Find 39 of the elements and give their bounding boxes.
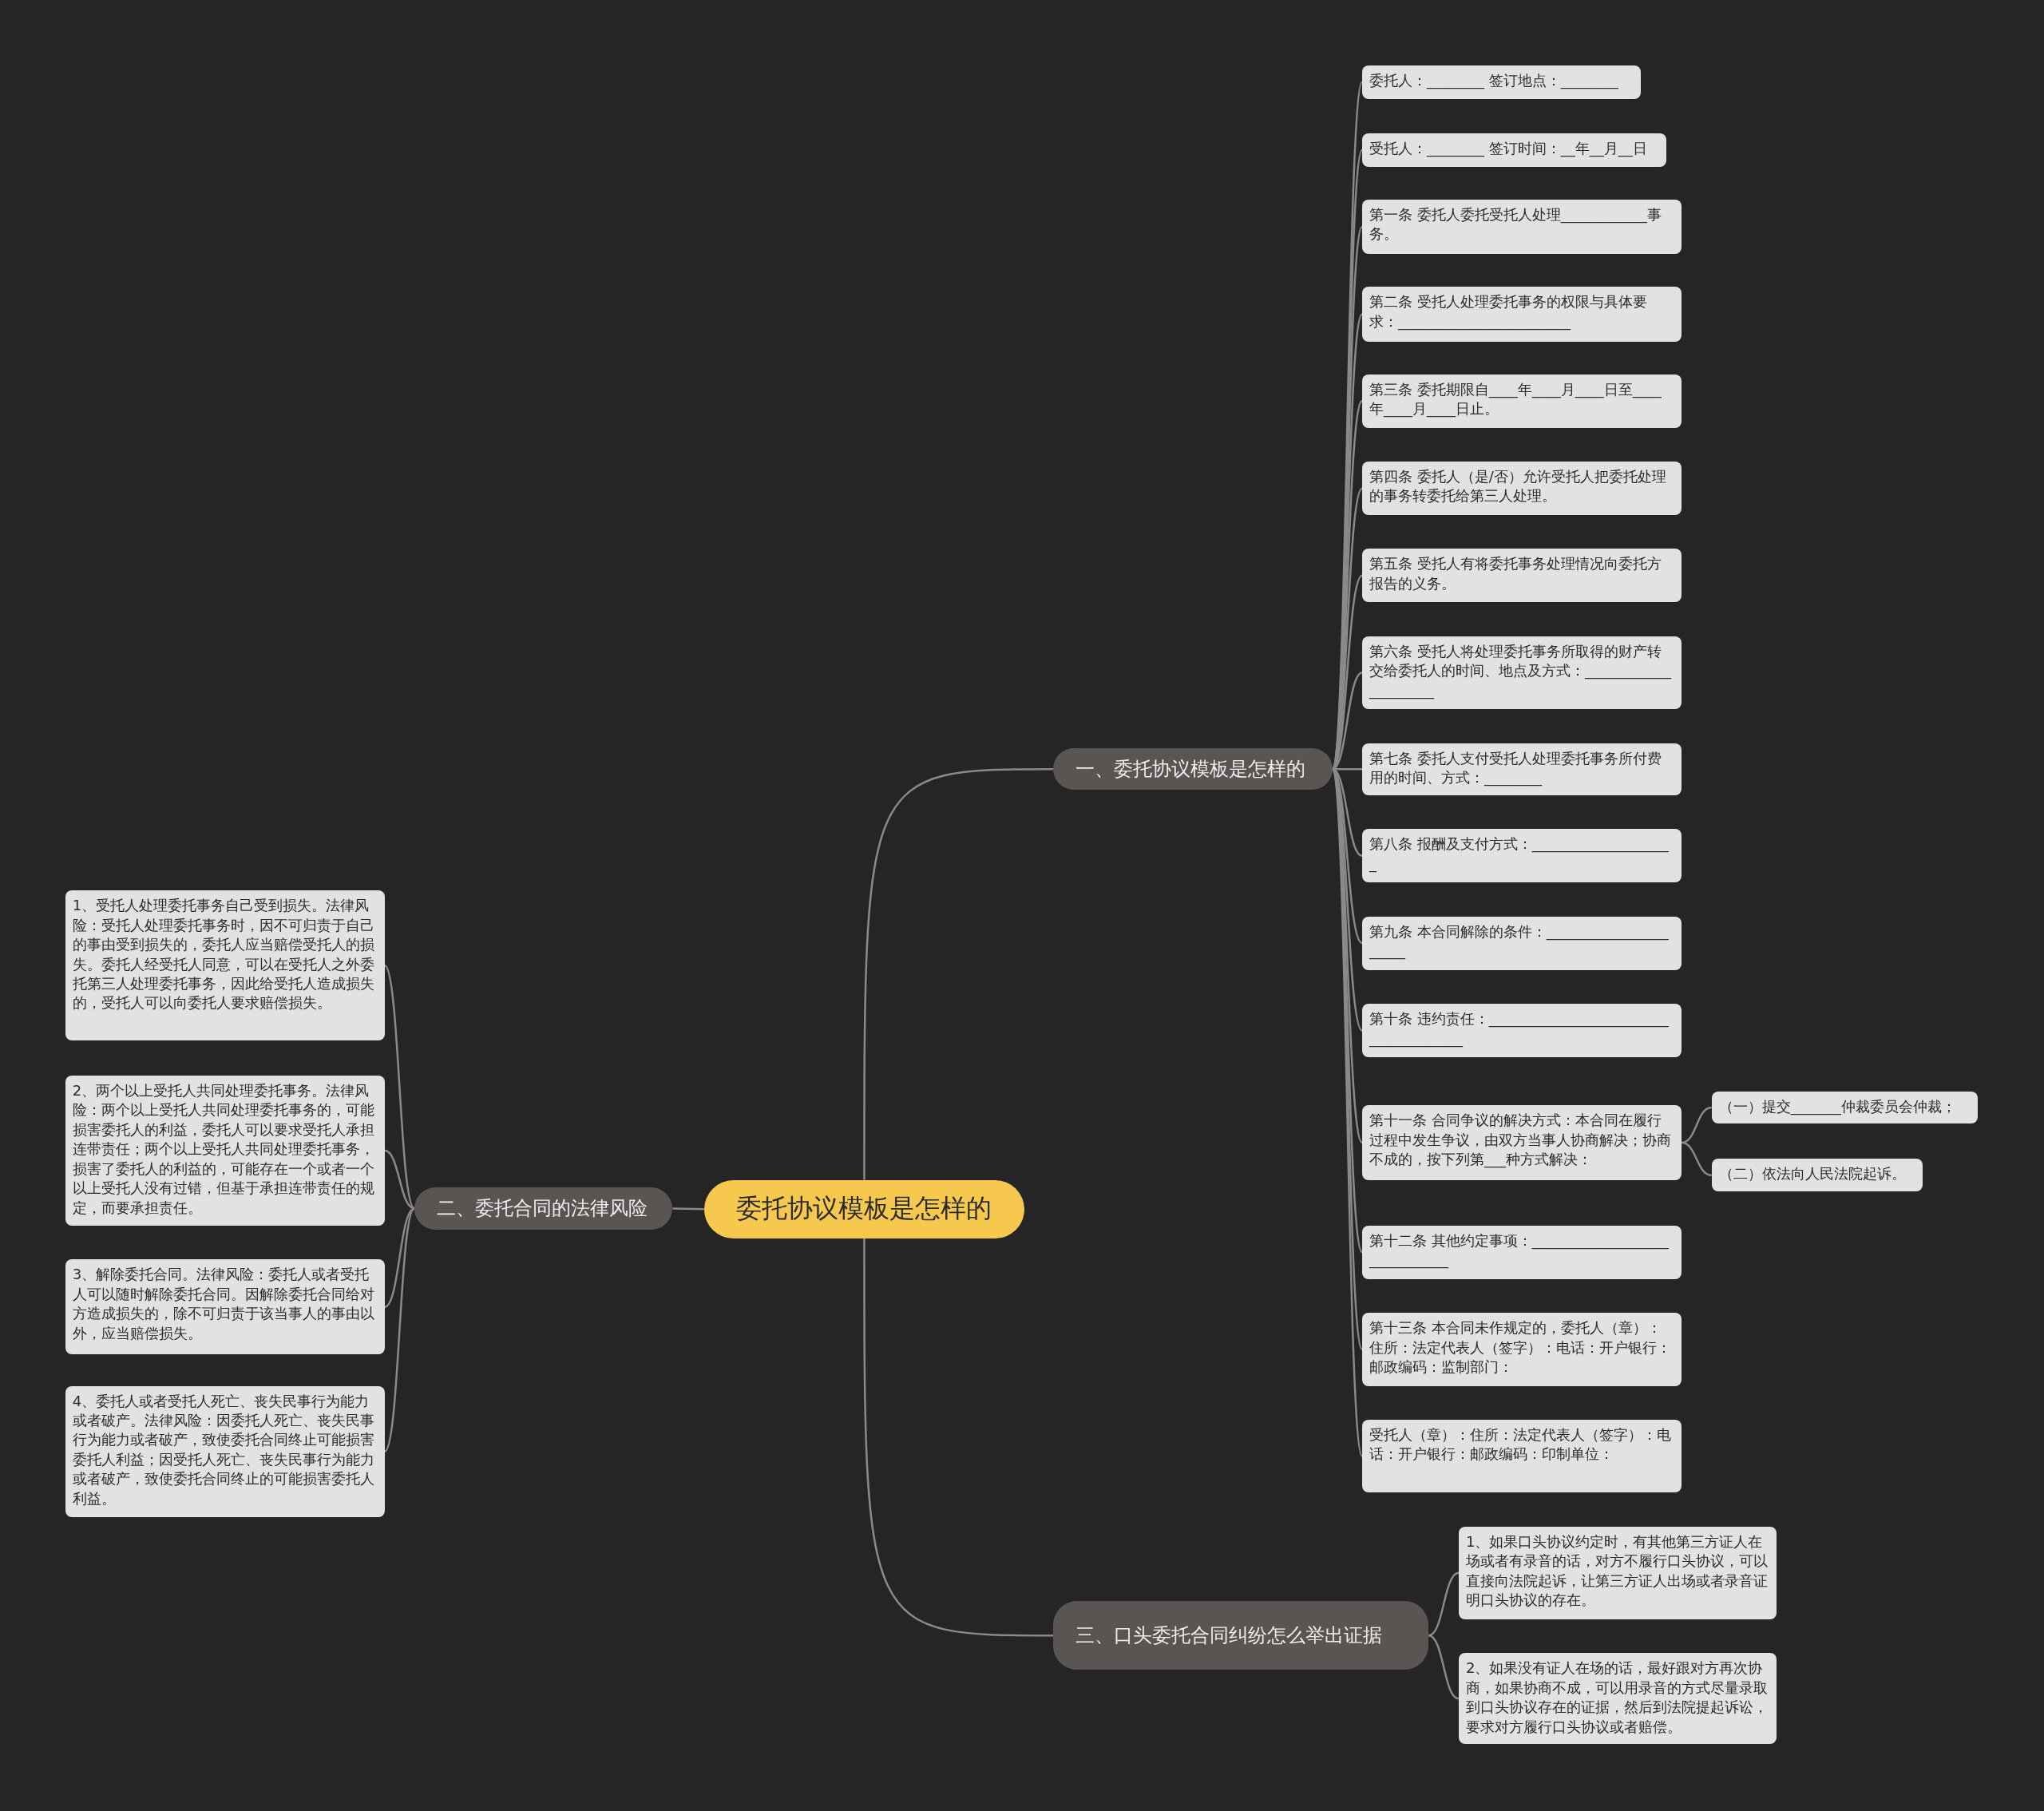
- topic-box: 第十条 违约责任：______________________________________: [1362, 1004, 1682, 1058]
- connector-line: [1428, 1571, 1460, 1637]
- connector-line: [672, 1207, 704, 1211]
- connector-line: [863, 1238, 1054, 1637]
- topic-box: 第五条 受托人有将委托事务处理情况向委托方报告的义务。: [1362, 549, 1682, 603]
- branch-topic: 三、口头委托合同纠纷怎么举出证据: [1053, 1600, 1429, 1670]
- connector-line: [384, 1149, 415, 1210]
- branch-topic: 一、委托协议模板是怎样的: [1053, 748, 1333, 791]
- central-topic: 委托协议模板是怎样的: [703, 1179, 1025, 1238]
- connector-line: [1681, 1106, 1712, 1144]
- branch-topic: 二、委托合同的法律风险: [414, 1187, 673, 1230]
- topic-box: 委托人：________ 签订地点：________: [1362, 65, 1642, 100]
- topic-box: 1、受托人处理委托事务自己受到损失。法律风险：受托人处理委托事务时，因不可归责于自己的事由受到损失的，委托人应当赔偿受托人的损失。委托人经受托人同意，可以在受托人之外委托第三人处理委托事务，因此给受托人造成损失的，受托人可以向委托人要求赔偿损失。: [65, 890, 385, 1040]
- topic-box: 2、如果没有证人在场的话，最好跟对方再次协商，如果协商不成，可以用录音的方式尽量录取到口头协议存在的证据，然后到法院提起诉讼，要求对方履行口头协议或者赔偿。: [1458, 1653, 1777, 1745]
- topic-box: 第四条 委托人（是/否）允许受托人把委托处理的事务转委托给第三人处理。: [1362, 461, 1682, 515]
- topic-box: 第九条 本合同解除的条件：______________________: [1362, 916, 1682, 970]
- connector-line: [383, 965, 416, 1210]
- topic-box: 第二条 受托人处理委托事务的权限与具体要求：________________________: [1362, 287, 1682, 342]
- topic-box: 第七条 委托人支付受托人处理委托事务所付费用的时间、方式：________: [1362, 743, 1682, 795]
- topic-box: 受托人（章）：住所：法定代表人（签字）：电话：开户银行：邮政编码：印制单位：: [1362, 1419, 1682, 1493]
- topic-box: 2、两个以上受托人共同处理委托事务。法律风险：两个以上受托人共同处理委托事务的，可能损害委托人的利益，委托人可以要求受托人承担连带责任；两个以上受托人共同处理委托事务，损害了委托人的利益的，可能存在一个或者一个以上受托人没有过错，但基于承担连带责任的规定，而要承担责任。: [65, 1075, 385, 1226]
- topic-box: （二）依法向人民法院起诉。: [1711, 1159, 1923, 1192]
- topic-box: 第八条 报酬及支付方式：____________________: [1362, 829, 1682, 883]
- topic-box: （一）提交_______仲裁委员会仲裁；: [1711, 1091, 1978, 1124]
- topic-box: 1、如果口头协议约定时，有其他第三方证人在场或者有录音的话，对方不履行口头协议，可以直接向法院起诉，让第三方证人出场或者录音证明口头协议的存在。: [1458, 1526, 1777, 1619]
- connector-line: [383, 1207, 416, 1452]
- topic-box: 第十二条 其他约定事项：______________________________: [1362, 1225, 1682, 1279]
- topic-box: 第十一条 合同争议的解决方式：本合同在履行过程中发生争议，由双方当事人协商解决；协商不成的，按下列第___种方式解决：: [1362, 1105, 1682, 1180]
- topic-box: 3、解除委托合同。法律风险：委托人或者受托人可以随时解除委托合同。因解除委托合同给对方造成损失的，除不可归责于该当事人的事由以外，应当赔偿损失。: [65, 1259, 385, 1355]
- connector-line: [863, 768, 1054, 1180]
- topic-box: 第十三条 本合同未作规定的，委托人（章）：住所：法定代表人（签字）：电话：开户银行：邮政编码：监制部门：: [1362, 1313, 1682, 1386]
- topic-box: 第一条 委托人委托受托人处理____________事务。: [1362, 199, 1682, 255]
- connector-line: [1428, 1634, 1460, 1700]
- connector-line: [1681, 1141, 1712, 1177]
- topic-box: 第六条 受托人将处理委托事务所取得的财产转交给委托人的时间、地点及方式：_____________________: [1362, 636, 1682, 710]
- topic-box: 第三条 委托期限自____年____月____日至____年____月____日止。: [1362, 374, 1682, 428]
- connector-line: [384, 1207, 415, 1308]
- topic-box: 4、委托人或者受托人死亡、丧失民事行为能力或者破产。法律风险：因委托人死亡、丧失民事行为能力或者破产，致使委托合同终止可能损害委托人利益；因受托人死亡、丧失民事行为能力或者破产，致使委托合同终止的可能损害委托人利益。: [65, 1385, 385, 1518]
- topic-box: 受托人：________ 签订时间：__年__月__日: [1362, 133, 1666, 167]
